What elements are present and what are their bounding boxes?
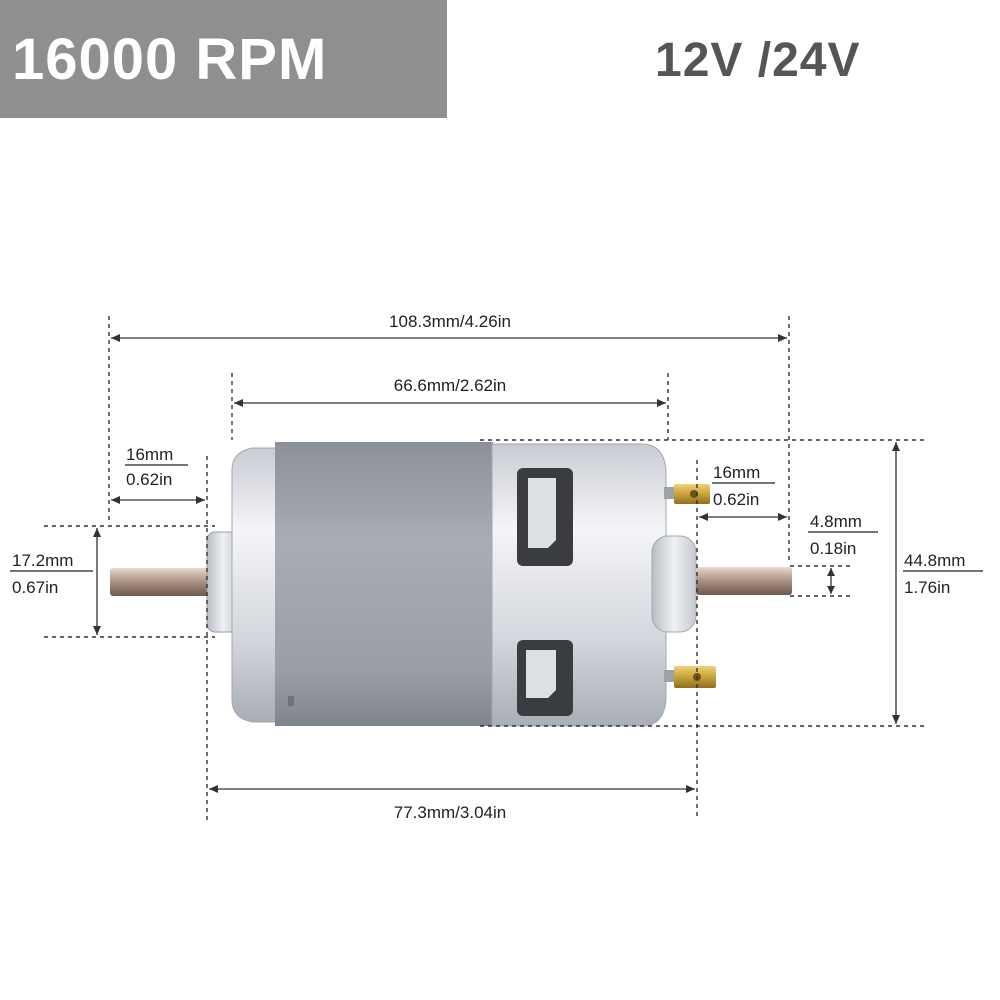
body-length-label: 77.3mm/3.04in [394, 803, 506, 822]
dim-body-diameter: 44.8mm 1.76in [892, 442, 983, 724]
rpm-label: 16000 RPM [12, 26, 328, 92]
front-end-cap [231, 447, 277, 723]
rear-shaft-in-label: 0.62in [713, 490, 759, 509]
rear-boss [651, 535, 697, 633]
voltage-label: 12V /24V [655, 34, 861, 87]
dim-overall-length: 108.3mm/4.26in [111, 312, 787, 342]
front-shaft [110, 568, 210, 596]
rear-shaft-mm-label: 16mm [713, 463, 760, 482]
boss-diameter-in-label: 0.67in [12, 578, 58, 597]
body-diameter-in-label: 1.76in [904, 578, 950, 597]
boss-diameter-mm-label: 17.2mm [12, 551, 73, 570]
rpm-banner: 16000 RPM [0, 0, 447, 118]
front-shaft-in-label: 0.62in [126, 470, 172, 489]
rear-shaft [696, 567, 792, 595]
motor [110, 442, 792, 727]
terminal-bottom [664, 666, 716, 688]
dim-can-length: 66.6mm/2.62in [234, 376, 666, 407]
dim-boss-diameter: 17.2mm 0.67in [10, 528, 101, 635]
terminal-top [664, 484, 710, 504]
motor-band [275, 442, 493, 726]
overall-length-label: 108.3mm/4.26in [389, 312, 511, 331]
shaft-diameter-mm-label: 4.8mm [810, 512, 862, 531]
cooling-window-bottom [517, 640, 573, 716]
dim-rear-shaft: 16mm 0.62in [699, 463, 787, 521]
dim-front-shaft: 16mm 0.62in [111, 445, 205, 504]
shaft-diameter-in-label: 0.18in [810, 539, 856, 558]
dim-body-length: 77.3mm/3.04in [209, 785, 695, 822]
front-shaft-mm-label: 16mm [126, 445, 173, 464]
can-length-label: 66.6mm/2.62in [394, 376, 506, 395]
body-diameter-mm-label: 44.8mm [904, 551, 965, 570]
cooling-window-top [517, 468, 573, 566]
dim-shaft-diameter: 4.8mm 0.18in [808, 512, 878, 594]
